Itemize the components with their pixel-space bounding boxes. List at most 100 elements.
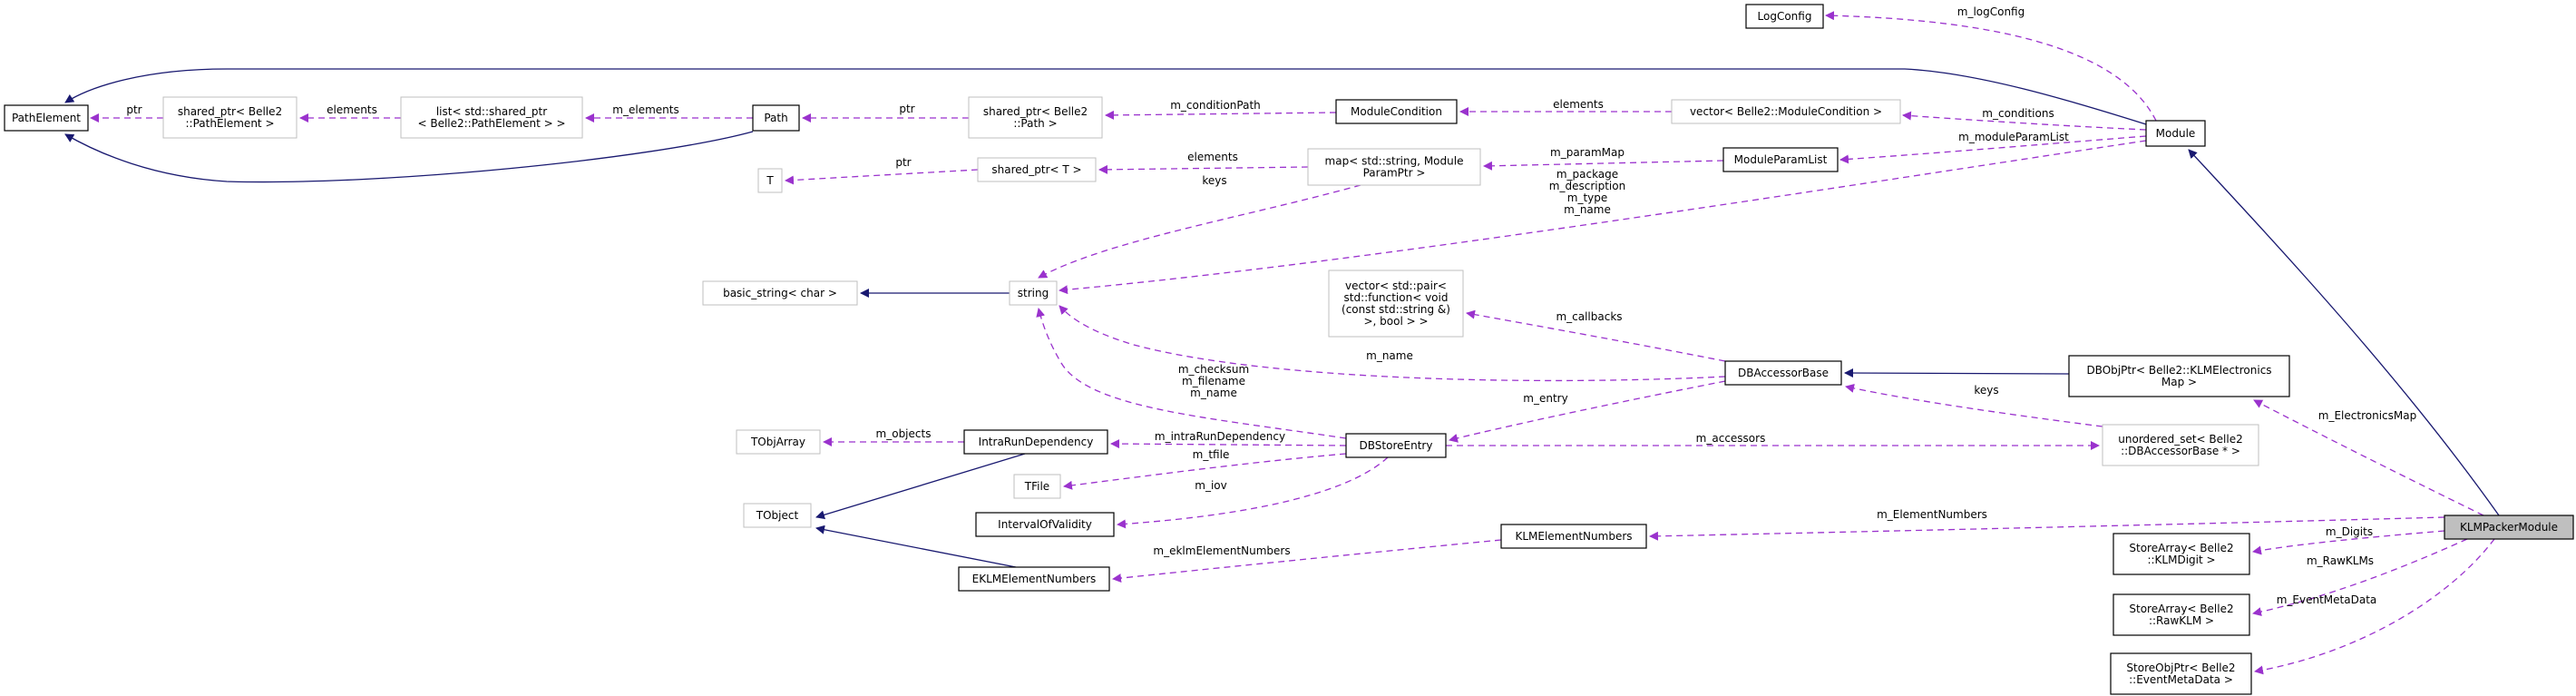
class-node-klmelementnumbers[interactable]: KLMElementNumbers — [1500, 524, 1647, 549]
node-label: EKLMElementNumbers — [972, 573, 1097, 585]
usage-edge-map-param-to-string — [1038, 184, 1361, 279]
node-label: vector< std::pair< — [1345, 279, 1447, 292]
class-node-dbaccessorbase[interactable]: DBAccessorBase — [1724, 360, 1842, 386]
class-node-klmpackermodule[interactable]: KLMPackerModule — [2444, 515, 2574, 540]
node-label: map< std::string, Module — [1325, 155, 1464, 168]
node-box — [400, 96, 583, 139]
node-box — [963, 429, 1108, 455]
node-label: DBStoreEntry — [1360, 439, 1433, 452]
edge-label-moduleparamlist-to-map-param: m_paramMap — [1550, 146, 1625, 159]
edge-label-line: ptr — [899, 103, 914, 115]
node-label: ModuleCondition — [1351, 105, 1442, 118]
node-box — [1745, 4, 1824, 29]
node-box — [1724, 360, 1842, 386]
usage-edge-map-param-to-sp-t — [1098, 164, 1309, 174]
usage-edge-moduleparamlist-to-map-param — [1483, 160, 1724, 171]
class-node-sa-rawklm[interactable]: StoreArray< Belle2::RawKLM > — [2113, 593, 2250, 636]
edge-label-line: ptr — [126, 103, 141, 116]
edge-label-line: m_eklmElementNumbers — [1153, 544, 1290, 557]
class-node-t: T — [757, 168, 783, 193]
node-label: TObject — [756, 509, 799, 522]
node-box — [757, 168, 783, 193]
class-node-sp-path: shared_ptr< Belle2::Path > — [968, 96, 1103, 139]
class-node-intervalofvalidity[interactable]: IntervalOfValidity — [975, 512, 1115, 537]
class-node-pathelement[interactable]: PathElement — [4, 104, 89, 132]
class-node-moduleparamlist[interactable]: ModuleParamList — [1722, 147, 1839, 172]
class-node-tobject: TObject — [743, 503, 812, 528]
edge-label-line: m_moduleParamList — [1958, 131, 2069, 143]
edge-label-line: m_description — [1549, 180, 1625, 192]
edge-label-klmpackermodule-to-sa-klmdigit: m_Digits — [2326, 525, 2373, 538]
node-label: Path — [764, 112, 787, 124]
class-node-string: string — [1009, 280, 1058, 306]
node-label: < Belle2::PathElement > > — [417, 117, 565, 130]
usage-edge-klmelementnumbers-to-eklmelementnumbers — [1112, 539, 1502, 583]
node-label: StoreArray< Belle2 — [2129, 542, 2233, 554]
edge-label-module-to-vec-modulecondition: m_conditions — [1982, 107, 2054, 120]
usage-edge-klmpackermodule-to-dbobjptr — [2253, 399, 2484, 516]
class-node-basic-string: basic_string< char > — [702, 280, 858, 306]
inheritance-edge-module-to-pathelement — [64, 68, 2147, 125]
edge-label-line: m_elements — [612, 103, 678, 116]
class-node-path[interactable]: Path — [752, 104, 800, 132]
edge-label-line: m_accessors — [1696, 432, 1766, 445]
node-box — [977, 157, 1097, 182]
inheritance-edge-eklmelementnumbers-to-tobject — [815, 524, 1017, 568]
edge-label-line: m_entry — [1523, 392, 1567, 405]
node-label: IntraRunDependency — [979, 436, 1094, 448]
class-node-intrarundependency[interactable]: IntraRunDependency — [963, 429, 1108, 455]
class-node-sa-klmdigit[interactable]: StoreArray< Belle2::KLMDigit > — [2113, 533, 2250, 575]
edge-label-line: m_name — [1366, 349, 1413, 362]
node-box — [2068, 355, 2290, 397]
usage-edge-unordered-set-to-dbaccessorbase — [1845, 384, 2103, 427]
edge-label-line: m_callbacks — [1556, 310, 1622, 323]
edge-label-dbaccessorbase-to-dbstoreentry: m_entry — [1523, 392, 1567, 405]
edge-label-klmpackermodule-to-dbobjptr: m_ElectronicsMap — [2318, 409, 2416, 422]
edge-label-map-param-to-string: keys — [1202, 174, 1226, 187]
class-node-logconfig[interactable]: LogConfig — [1745, 4, 1824, 29]
node-label: ::KLMDigit > — [2147, 554, 2215, 566]
edge-label-line: m_logConfig — [1957, 5, 2025, 18]
class-node-vec-modulecondition: vector< Belle2::ModuleCondition > — [1671, 99, 1901, 124]
edge-label-modulecondition-to-sp-path: m_conditionPath — [1170, 99, 1261, 112]
inheritance-edge-dbobjptr-to-dbaccessorbase — [1844, 368, 2070, 378]
edge-label-line: ptr — [895, 156, 911, 169]
node-box — [752, 104, 800, 132]
class-node-module[interactable]: Module — [2145, 120, 2206, 147]
edge-label-klmpackermodule-to-sop-eventmetadata: m_EventMetaData — [2277, 593, 2377, 606]
node-label: ::RawKLM > — [2149, 614, 2214, 627]
usage-edge-module-to-vec-modulecondition — [1902, 111, 2147, 131]
edge-label-module-to-moduleparamlist: m_moduleParamList — [1958, 131, 2069, 143]
class-node-sp-t: shared_ptr< T > — [977, 157, 1097, 182]
inheritance-edge-intrarundependency-to-tobject — [815, 453, 1026, 520]
node-box — [2444, 515, 2574, 540]
node-box — [2113, 593, 2250, 636]
node-box — [975, 512, 1115, 537]
edge-label-line: m_conditions — [1982, 107, 2054, 120]
node-label: string — [1018, 287, 1049, 299]
usage-edge-dbaccessorbase-to-vec-pair — [1466, 309, 1726, 362]
class-node-modulecondition[interactable]: ModuleCondition — [1335, 99, 1458, 124]
class-node-tobjarray: TObjArray — [736, 429, 821, 455]
inheritance-edge-klmpackermodule-to-module — [2188, 149, 2500, 516]
edge-label-sp-path-to-path: ptr — [899, 103, 914, 115]
edge-label-dbstoreentry-to-tfile: m_tfile — [1193, 448, 1230, 461]
class-node-sop-eventmetadata[interactable]: StoreObjPtr< Belle2::EventMetaData > — [2110, 652, 2252, 695]
class-node-eklmelementnumbers[interactable]: EKLMElementNumbers — [958, 566, 1110, 592]
edge-label-vec-modulecondition-to-modulecondition: elements — [1553, 98, 1604, 111]
node-label: LogConfig — [1758, 10, 1812, 23]
usage-edge-klmpackermodule-to-sa-rawklm — [2252, 538, 2468, 617]
node-box — [162, 96, 298, 139]
edge-label-map-param-to-sp-t: elements — [1187, 151, 1238, 163]
node-box — [2102, 424, 2259, 466]
node-label: unordered_set< Belle2 — [2118, 433, 2242, 446]
node-box — [1013, 474, 1061, 499]
edge-label-line: keys — [1974, 384, 1998, 397]
class-node-dbstoreentry[interactable]: DBStoreEntry — [1345, 433, 1447, 458]
node-label: DBObjPtr< Belle2::KLMElectronics — [2086, 364, 2271, 377]
node-label: ::PathElement > — [186, 117, 275, 130]
usage-edge-klmpackermodule-to-sa-klmdigit — [2252, 530, 2445, 555]
